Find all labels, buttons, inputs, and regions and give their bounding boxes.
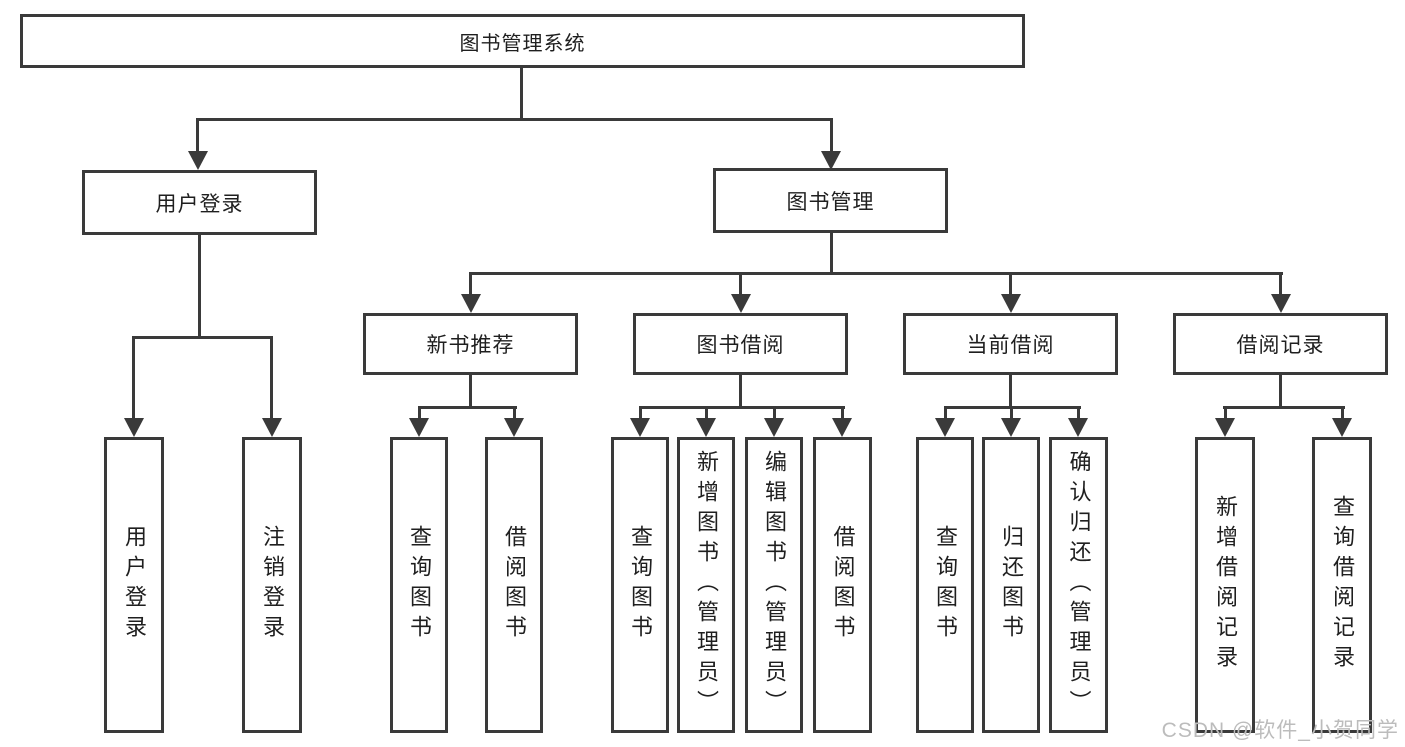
leaf-label: 确认归还（管理员） [1066,450,1092,720]
arrow-down-icon [409,418,429,437]
connector-recommend-split [418,406,517,409]
connector-root-trunk [520,68,523,118]
leaf-label: 借阅图书 [502,525,527,645]
connector-records-split [1223,406,1345,409]
connector-leaf-stub [639,406,642,420]
connector-records-trunk [1279,375,1282,409]
connector-leaf-stub [705,406,708,420]
arrow-down-icon [1001,418,1021,437]
node-root-label: 图书管理系统 [459,32,586,55]
arrow-down-icon [1068,418,1088,437]
arrow-down-icon [124,418,144,437]
connector-leaf-stub [1010,406,1013,420]
node-leaf-query-borrow-record: 查询借阅记录 [1312,437,1372,733]
connector-leaf-stub [1341,406,1344,420]
leaf-label: 借阅图书 [830,525,856,645]
node-borrow-records: 借阅记录 [1173,313,1388,375]
arrow-down-icon [832,418,852,437]
arrow-down-icon [1332,418,1352,437]
arrow-down-icon [1001,294,1021,313]
arrow-down-icon [696,418,716,437]
node-leaf-borrow-books-recommend: 借阅图书 [485,437,543,733]
node-leaf-add-borrow-record: 新增借阅记录 [1195,437,1255,733]
leaf-label: 归还图书 [999,525,1024,645]
node-leaf-return-book: 归还图书 [982,437,1040,733]
node-book-borrow: 图书借阅 [633,313,848,375]
connector-user-login-trunk [198,235,201,336]
node-leaf-borrow-books: 借阅图书 [813,437,872,733]
connector-borrow-split [639,406,845,409]
node-leaf-logout: 注销登录 [242,437,302,733]
connector-leaf-stub [1224,406,1227,420]
arrow-down-icon [821,151,841,170]
arrow-down-icon [262,418,282,437]
connector-leaf-stub [841,406,844,420]
leaf-label: 编辑图书（管理员） [762,450,787,720]
arrow-down-icon [731,294,751,313]
node-book-management: 图书管理 [713,168,948,233]
node-new-book-recommend: 新书推荐 [363,313,578,375]
connector-leaf-stub [513,406,516,420]
leaf-label: 新增图书（管理员） [694,450,719,720]
connector-recommend-trunk [469,375,472,409]
connector-to-current-borrow [1009,272,1012,296]
csdn-watermark: CSDN @软件_小贺同学 [1161,719,1399,742]
leaf-label: 查询借阅记录 [1330,495,1355,675]
arrow-down-icon [764,418,784,437]
leaf-label: 查询图书 [933,525,958,645]
connector-borrow-trunk [739,375,742,409]
connector-leaf-stub [1077,406,1080,420]
node-leaf-edit-book-admin: 编辑图书（管理员） [745,437,803,733]
connector-to-leaf-user-login [132,336,135,418]
node-book-borrow-label: 图书借阅 [696,334,785,357]
connector-current-trunk [1009,375,1012,409]
node-user-login-label: 用户登录 [155,192,244,216]
node-leaf-query-books-borrow: 查询图书 [611,437,669,733]
connector-to-user-login [196,118,199,154]
node-current-borrow: 当前借阅 [903,313,1118,375]
leaf-label: 新增借阅记录 [1213,495,1238,675]
connector-to-new-book-recommend [469,272,472,296]
node-leaf-query-books-current: 查询图书 [916,437,974,733]
connector-user-login-split [132,336,273,339]
connector-to-book-management [830,118,833,154]
node-leaf-query-books-recommend: 查询图书 [390,437,448,733]
node-new-book-recommend-label: 新书推荐 [426,334,515,357]
node-borrow-records-label: 借阅记录 [1236,334,1325,357]
connector-to-leaf-logout [270,336,273,418]
connector-to-borrow-records [1279,272,1282,296]
connector-book-management-trunk [830,233,833,275]
leaf-label: 用户登录 [122,525,147,645]
arrow-down-icon [935,418,955,437]
arrow-down-icon [188,151,208,170]
connector-leaf-stub [944,406,947,420]
node-current-borrow-label: 当前借阅 [966,334,1055,357]
connector-leaf-stub [418,406,421,420]
connector-book-management-split [469,272,1283,275]
arrow-down-icon [630,418,650,437]
arrow-down-icon [461,294,481,313]
node-leaf-add-book-admin: 新增图书（管理员） [677,437,735,733]
leaf-label: 查询图书 [407,525,432,645]
node-leaf-confirm-return-admin: 确认归还（管理员） [1049,437,1108,733]
node-leaf-user-login: 用户登录 [104,437,164,733]
node-user-login: 用户登录 [82,170,317,235]
connector-leaf-stub [773,406,776,420]
connector-to-book-borrow [739,272,742,296]
leaf-label: 注销登录 [260,525,285,645]
node-root: 图书管理系统 [20,14,1025,68]
arrow-down-icon [1271,294,1291,313]
arrow-down-icon [504,418,524,437]
arrow-down-icon [1215,418,1235,437]
connector-root-split [196,118,833,121]
leaf-label: 查询图书 [628,525,653,645]
node-book-management-label: 图书管理 [786,190,875,214]
